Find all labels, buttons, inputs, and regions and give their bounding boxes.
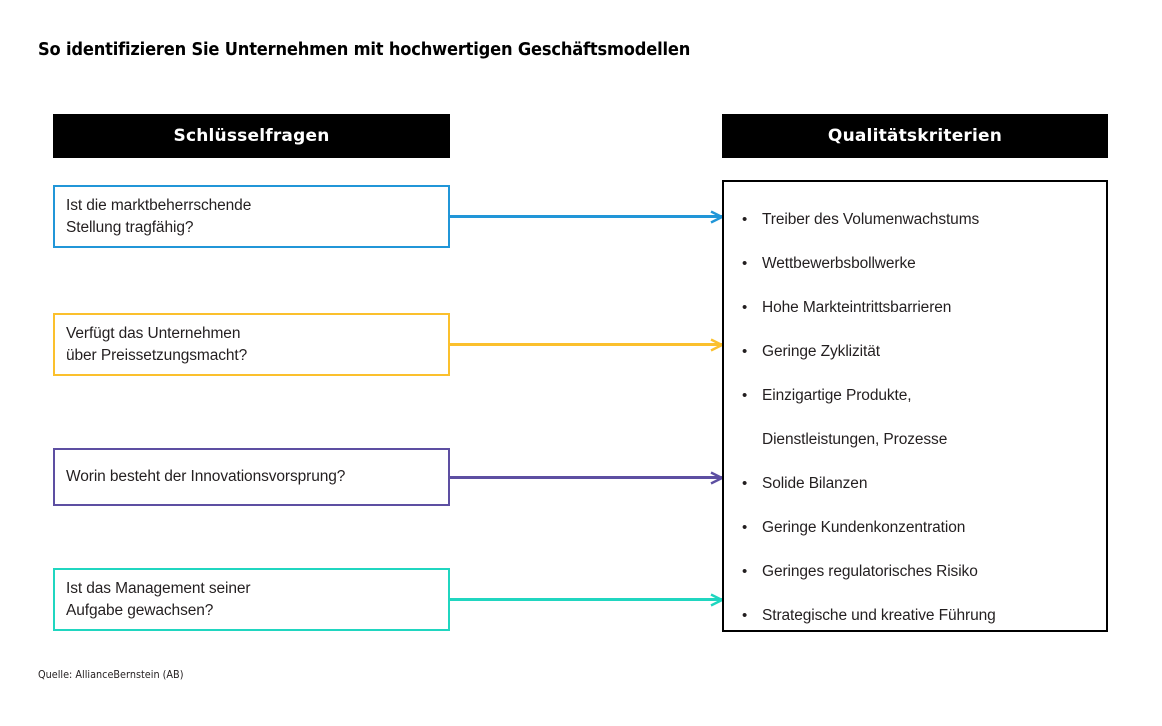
criteria-list: • Treiber des Volumenwachstums • Wettbewerb…: [734, 198, 1096, 638]
criteria-item: • Einzigartige Produkte,: [734, 374, 1096, 418]
column-header-criteria: Qualitätskriterien: [722, 114, 1108, 158]
bullet-icon: •: [742, 387, 748, 404]
bullet-icon: •: [742, 343, 748, 360]
question-text: Worin besteht der Innovationsvorsprung?: [66, 468, 346, 485]
page-title: So identifizieren Sie Unternehmen mit ho…: [38, 40, 691, 60]
criteria-panel: • Treiber des Volumenwachstums • Wettbewerb…: [722, 180, 1108, 632]
arrow-shaft: [450, 476, 722, 479]
bullet-icon: •: [742, 211, 748, 228]
question-text: Verfügt das Unternehmen über Preissetzun…: [66, 324, 248, 364]
bullet-icon: •: [742, 519, 748, 536]
source-note: Quelle: AllianceBernstein (AB): [38, 668, 184, 681]
column-header-questions: Schlüsselfragen: [53, 114, 450, 158]
question-box-innovation-lead[interactable]: Worin besteht der Innovationsvorsprung?: [53, 448, 450, 506]
column-header-criteria-label: Qualitätskriterien: [827, 126, 1003, 146]
arrow-management-quality: [450, 593, 723, 606]
column-header-questions-label: Schlüsselfragen: [173, 126, 330, 146]
bullet-icon: •: [742, 607, 748, 624]
criteria-item: • Wettbewerbsbollwerke: [734, 242, 1096, 286]
question-text: Ist das Management seiner Aufgabe gewach…: [66, 579, 251, 619]
criteria-item-label: Dienstleistungen, Prozesse: [762, 431, 948, 448]
arrow-shaft: [450, 343, 722, 346]
criteria-item: • Geringe Zyklizität: [734, 330, 1096, 374]
criteria-item: • Hohe Markteintrittsbarrieren: [734, 286, 1096, 330]
arrow-market-position: [450, 210, 723, 223]
criteria-item-label: Solide Bilanzen: [762, 475, 868, 492]
bullet-icon: •: [742, 475, 748, 492]
question-box-market-position[interactable]: Ist die marktbeherrschende Stellung trag…: [53, 185, 450, 248]
criteria-item-label: Hohe Markteintrittsbarrieren: [762, 299, 952, 316]
bullet-icon: •: [742, 255, 748, 272]
arrow-pricing-power: [450, 338, 723, 351]
question-box-pricing-power[interactable]: Verfügt das Unternehmen über Preissetzun…: [53, 313, 450, 376]
arrow-shaft: [450, 215, 722, 218]
criteria-item-label: Geringe Zyklizität: [762, 343, 880, 360]
criteria-item-label: Treiber des Volumenwachstums: [762, 211, 980, 228]
criteria-item: • Geringes regulatorisches Risiko: [734, 550, 1096, 594]
criteria-item-label: Strategische und kreative Führung: [762, 607, 996, 624]
bullet-icon: •: [742, 299, 748, 316]
arrow-innovation-lead: [450, 471, 723, 484]
criteria-item-label: Geringe Kundenkonzentration: [762, 519, 966, 536]
arrow-shaft: [450, 598, 722, 601]
criteria-item: • Solide Bilanzen: [734, 462, 1096, 506]
question-text: Ist die marktbeherrschende Stellung trag…: [66, 196, 252, 236]
criteria-item: • Treiber des Volumenwachstums: [734, 198, 1096, 242]
criteria-item-label: Geringes regulatorisches Risiko: [762, 563, 978, 580]
question-box-management-quality[interactable]: Ist das Management seiner Aufgabe gewach…: [53, 568, 450, 631]
bullet-icon: •: [742, 563, 748, 580]
criteria-item: • Geringe Kundenkonzentration: [734, 506, 1096, 550]
criteria-item: • Strategische und kreative Führung: [734, 594, 1096, 638]
criteria-item-label: Einzigartige Produkte,: [762, 387, 912, 404]
criteria-item-continuation: Dienstleistungen, Prozesse: [734, 418, 1096, 462]
criteria-item-label: Wettbewerbsbollwerke: [762, 255, 916, 272]
